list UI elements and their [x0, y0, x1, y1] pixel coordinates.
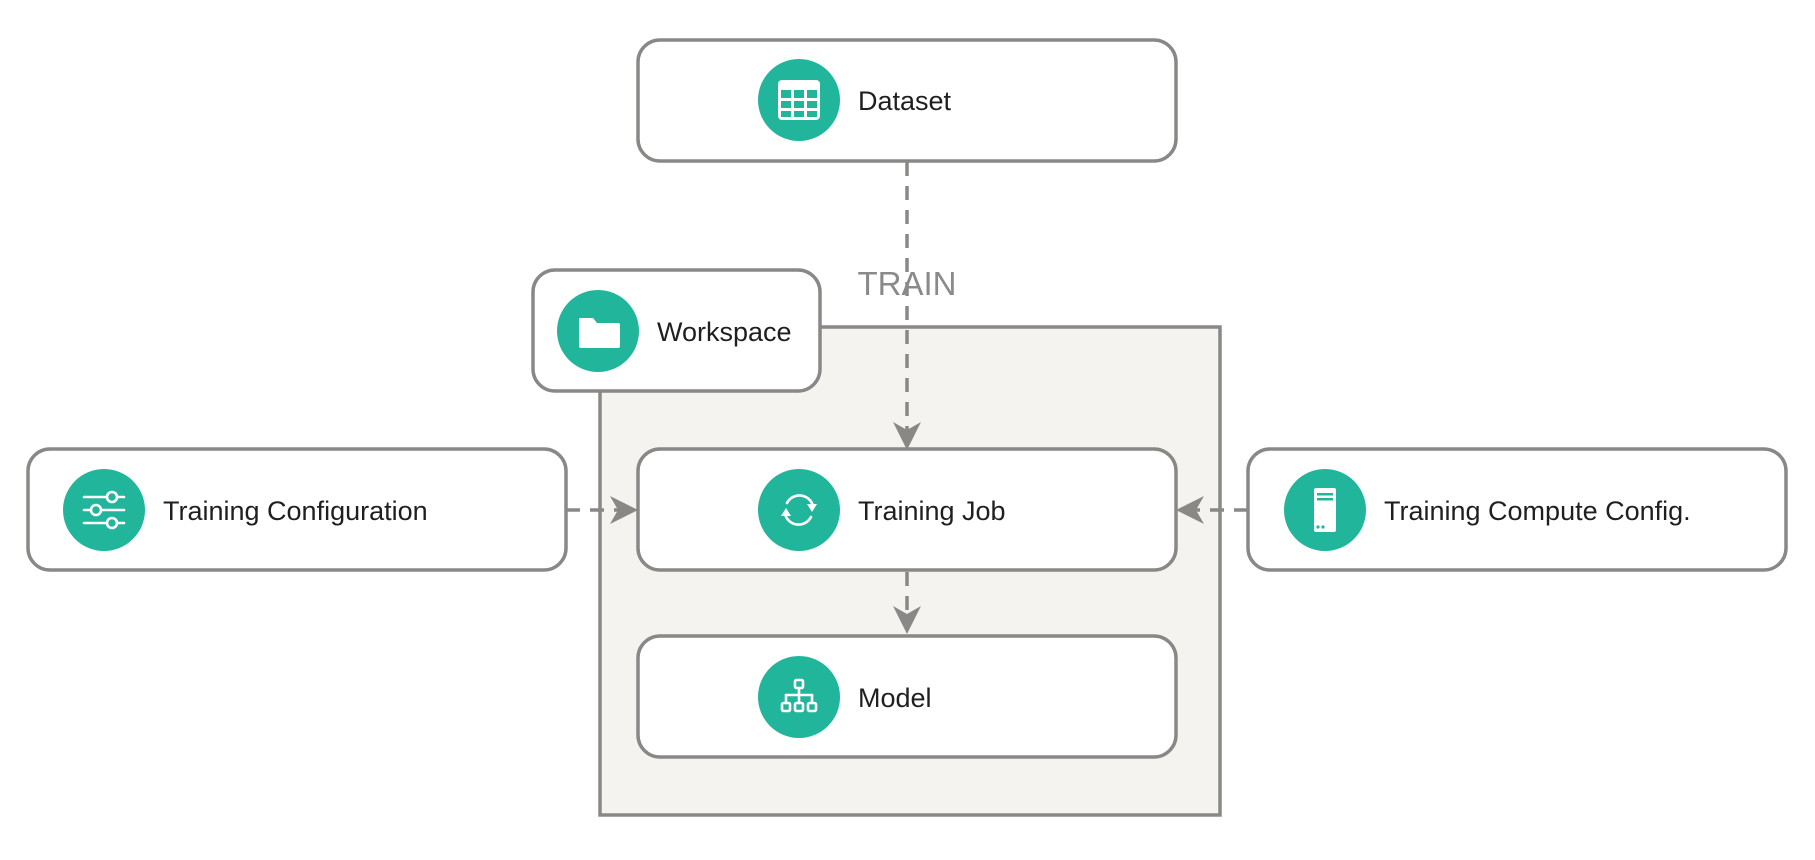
arrowhead-down-icon — [893, 422, 921, 450]
node-model[interactable]: Model — [636, 634, 1178, 759]
node-training-job[interactable]: Training Job — [636, 447, 1178, 572]
edge-dataset-to-training-job — [893, 162, 921, 450]
edge-training-compute-config-to-training-job — [1176, 496, 1248, 524]
node-label-training-configuration: Training Configuration — [163, 496, 428, 526]
arrowhead-left-icon — [1176, 496, 1204, 524]
node-workspace[interactable]: Workspace — [531, 268, 822, 393]
node-label-workspace: Workspace — [657, 317, 792, 347]
node-label-training-compute-config: Training Compute Config. — [1384, 496, 1691, 526]
sliders-icon — [82, 490, 126, 530]
table-icon — [778, 80, 820, 120]
node-label-model: Model — [858, 683, 932, 713]
folder-icon — [579, 318, 620, 348]
server-icon — [1314, 488, 1336, 532]
refresh-icon — [781, 494, 817, 526]
node-training-compute-config[interactable]: Training Compute Config. — [1246, 447, 1788, 572]
node-training-configuration[interactable]: Training Configuration — [26, 447, 568, 572]
edge-training-job-to-model — [893, 572, 921, 634]
edge-label-train: TRAIN — [858, 265, 957, 302]
node-label-dataset: Dataset — [858, 86, 952, 116]
node-dataset[interactable]: Dataset — [636, 38, 1178, 163]
arrowhead-right-icon — [610, 496, 638, 524]
edge-training-configuration-to-training-job — [566, 496, 638, 524]
hierarchy-icon — [780, 678, 818, 713]
arrowhead-down-icon — [893, 606, 921, 634]
node-label-training-job: Training Job — [858, 496, 1006, 526]
